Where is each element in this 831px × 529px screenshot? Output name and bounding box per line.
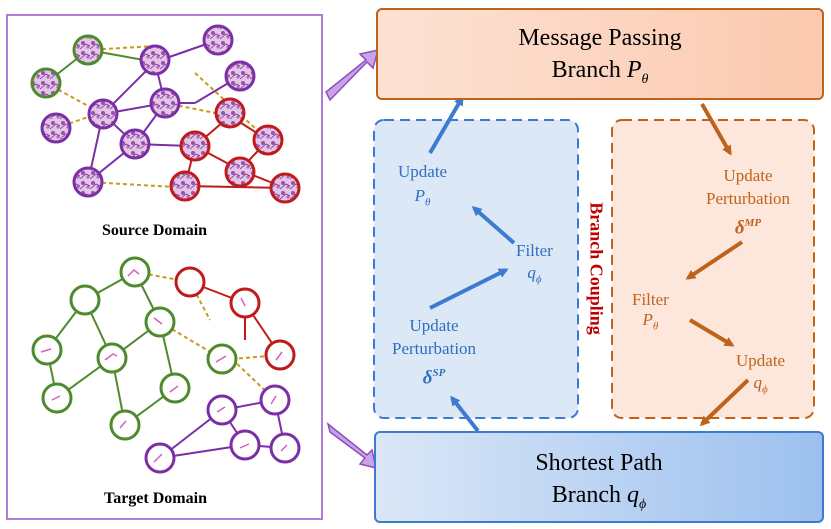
shortest-path-branch: Shortest Path Branch qϕ [374, 431, 824, 523]
right-filter-p: Filter Pθ [632, 290, 669, 333]
target-nodes [31, 256, 301, 474]
right-update-perturbation: Update Perturbation δMP [706, 166, 791, 239]
shortest-path-subtitle: Branch qϕ [551, 482, 647, 512]
shortest-path-title: Shortest Path [535, 450, 663, 476]
right-dashed-box [611, 119, 815, 419]
arrow-to-top-branch [325, 48, 380, 102]
domains-panel [6, 14, 323, 520]
left-update-p: Update Pθ [398, 162, 448, 209]
target-domain-label: Target Domain [104, 490, 207, 507]
message-passing-branch: Message Passing Branch Pθ [376, 8, 824, 100]
orange-arrows [685, 103, 750, 427]
message-passing-title: Message Passing [518, 25, 682, 51]
arrow-to-bottom-branch [326, 422, 377, 470]
left-update-perturbation: Update Perturbation δSP [392, 316, 477, 389]
target-node-strokes [40, 268, 288, 463]
right-update-q: Update qϕ [736, 351, 786, 396]
message-passing-subtitle: Branch Pθ [551, 57, 649, 87]
branch-coupling-label: Branch Coupling [586, 202, 607, 335]
left-dashed-box [373, 119, 579, 419]
source-nodes [30, 24, 301, 204]
left-filter-q: Filter qϕ [516, 241, 553, 286]
blue-arrows [428, 95, 516, 433]
source-domain-label: Source Domain [102, 222, 208, 239]
